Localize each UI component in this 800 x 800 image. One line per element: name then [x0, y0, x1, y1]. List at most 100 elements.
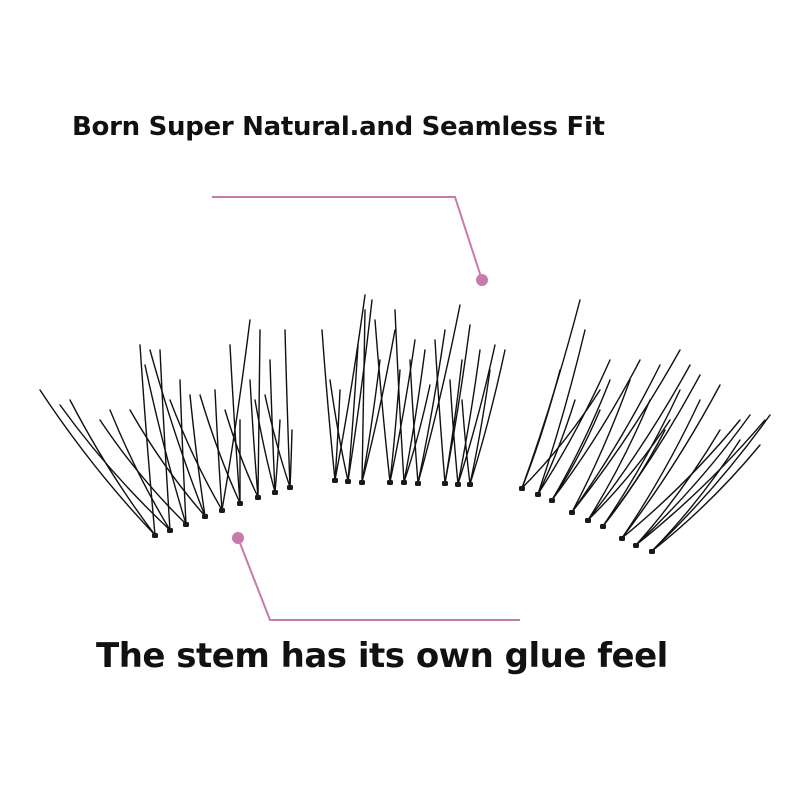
lash-glue-stem — [415, 481, 421, 486]
lash-hair — [571, 379, 631, 513]
lash-glue-stem — [619, 536, 625, 541]
lash-hair — [361, 359, 381, 483]
lash-hair — [651, 439, 741, 552]
lash-hair — [537, 329, 586, 495]
lash-hair — [347, 299, 373, 482]
lash-hair — [635, 414, 751, 546]
lash-hair — [199, 394, 241, 504]
lash-hair — [249, 379, 259, 498]
lash-hair — [221, 319, 251, 511]
lash-glue-stem — [535, 492, 541, 497]
lash-hair — [144, 364, 187, 525]
top-callout-line — [212, 196, 488, 286]
lash-hair — [169, 399, 223, 511]
lash-glue-stem — [332, 478, 338, 483]
lash-glue-stem — [287, 485, 293, 490]
left-lash-segment — [39, 319, 293, 538]
lash-hair — [149, 349, 206, 517]
lash-hair — [571, 364, 661, 513]
lash-glue-stem — [255, 495, 261, 500]
lash-glue-stem — [202, 514, 208, 519]
lash-hair — [587, 399, 651, 521]
lash-hair — [621, 419, 741, 539]
lash-glue-stem — [272, 490, 278, 495]
lash-hair — [444, 324, 471, 484]
lash-hair — [457, 349, 481, 485]
lash-hair — [409, 359, 419, 484]
lash-hair — [214, 389, 223, 511]
headline-text: Born Super Natural.and Seamless Fit — [72, 112, 605, 142]
lash-hair — [449, 379, 459, 485]
bottom-callout-line — [232, 532, 520, 621]
lash-glue-stem — [167, 528, 173, 533]
lash-hair — [469, 349, 506, 485]
lash-glue-stem — [519, 486, 525, 491]
middle-lash-segment — [321, 294, 506, 487]
lash-hair — [389, 339, 416, 483]
lash-hair — [651, 414, 771, 552]
lash-hair — [434, 339, 446, 484]
lash-glue-stem — [359, 480, 365, 485]
lash-glue-stem — [183, 522, 189, 527]
lash-glue-stem — [549, 498, 555, 503]
lash-hair — [651, 444, 761, 552]
lash-hair — [257, 329, 261, 498]
lash-hair — [361, 309, 366, 483]
lash-hair — [587, 364, 691, 521]
lash-hair — [189, 394, 206, 517]
lash-glue-stem — [467, 482, 473, 487]
lash-glue-stem — [401, 480, 407, 485]
lash-glue-stem — [152, 533, 158, 538]
lash-hair — [587, 419, 671, 521]
lash-hair — [59, 404, 171, 531]
lash-hair — [224, 409, 259, 498]
lash-hair — [334, 294, 366, 481]
lash-hair — [403, 349, 426, 483]
lash-hair — [99, 419, 187, 525]
lash-glue-stem — [585, 518, 591, 523]
lash-hair — [602, 389, 681, 527]
lash-hair — [374, 319, 391, 483]
lash-hair — [602, 429, 666, 527]
lash-hair — [254, 399, 276, 493]
caption-text: The stem has its own glue feel — [96, 636, 668, 676]
lash-hair — [159, 349, 171, 531]
lash-hair — [69, 399, 156, 536]
lash-hair — [551, 409, 601, 501]
lash-glue-stem — [387, 480, 393, 485]
lash-glue-stem — [600, 524, 606, 529]
lash-hair — [521, 389, 601, 489]
lash-hair — [361, 329, 396, 483]
lash-hair — [403, 384, 431, 483]
lash-hair — [635, 429, 721, 546]
lash-hair — [284, 329, 291, 488]
lash-hair — [461, 399, 471, 485]
lash-hair — [537, 359, 611, 495]
lash-hair — [394, 309, 405, 483]
lash-glue-stem — [345, 479, 351, 484]
lash-glue-stem — [633, 543, 639, 548]
lash-hair — [521, 299, 581, 489]
lash-hair — [289, 429, 293, 488]
lash-hair — [347, 344, 359, 482]
lash-hair — [621, 399, 701, 539]
lash-glue-stem — [455, 482, 461, 487]
lash-hair — [551, 379, 611, 501]
lash-hair — [444, 359, 463, 484]
lash-glue-stem — [219, 508, 225, 513]
lash-hair — [274, 419, 281, 493]
lash-hair — [457, 344, 496, 485]
lash-hair — [635, 419, 766, 546]
lash-hair — [417, 329, 446, 484]
lash-hair — [469, 369, 491, 485]
lash-hair — [264, 394, 291, 488]
lash-glue-stem — [442, 481, 448, 486]
lash-glue-stem — [649, 549, 655, 554]
lash-hair — [321, 329, 336, 481]
lash-hair — [334, 389, 341, 481]
lash-hair — [417, 304, 461, 484]
lash-glue-stem — [569, 510, 575, 515]
lash-hair — [229, 344, 241, 504]
